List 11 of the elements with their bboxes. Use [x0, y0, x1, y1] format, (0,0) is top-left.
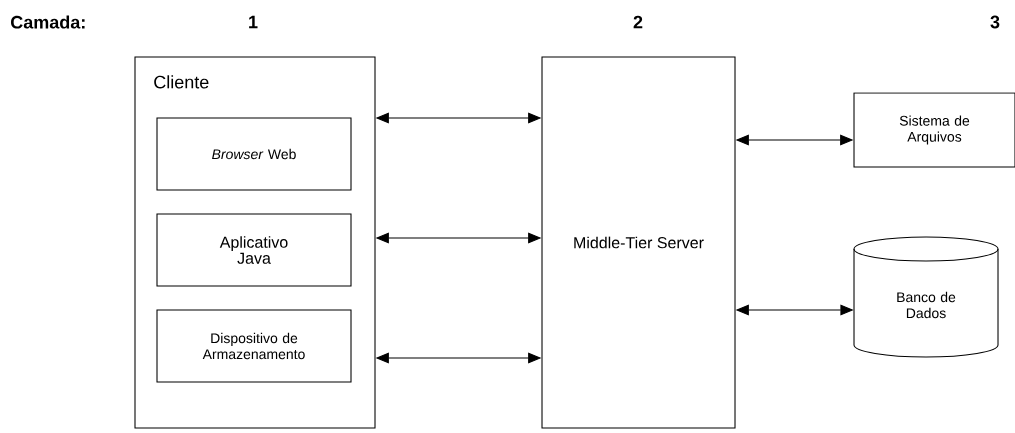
- database-cylinder: Banco de Dados: [853, 236, 999, 358]
- process-box: Sistema de Arquivos: [853, 92, 1015, 168]
- tier-label: 3: [990, 15, 1000, 29]
- process-box: Browser Web: [156, 117, 352, 191]
- tier-label: 1: [249, 15, 258, 29]
- process-box: Dispositivo de Armazenamento: [156, 309, 352, 383]
- tier-label: Camada:: [11, 15, 85, 29]
- process-box: Middle-Tier Server: [541, 56, 736, 429]
- process-box: Aplicativo Java: [156, 213, 352, 287]
- tier-label: 2: [633, 15, 643, 29]
- node-label: Banco de Dados: [897, 291, 956, 319]
